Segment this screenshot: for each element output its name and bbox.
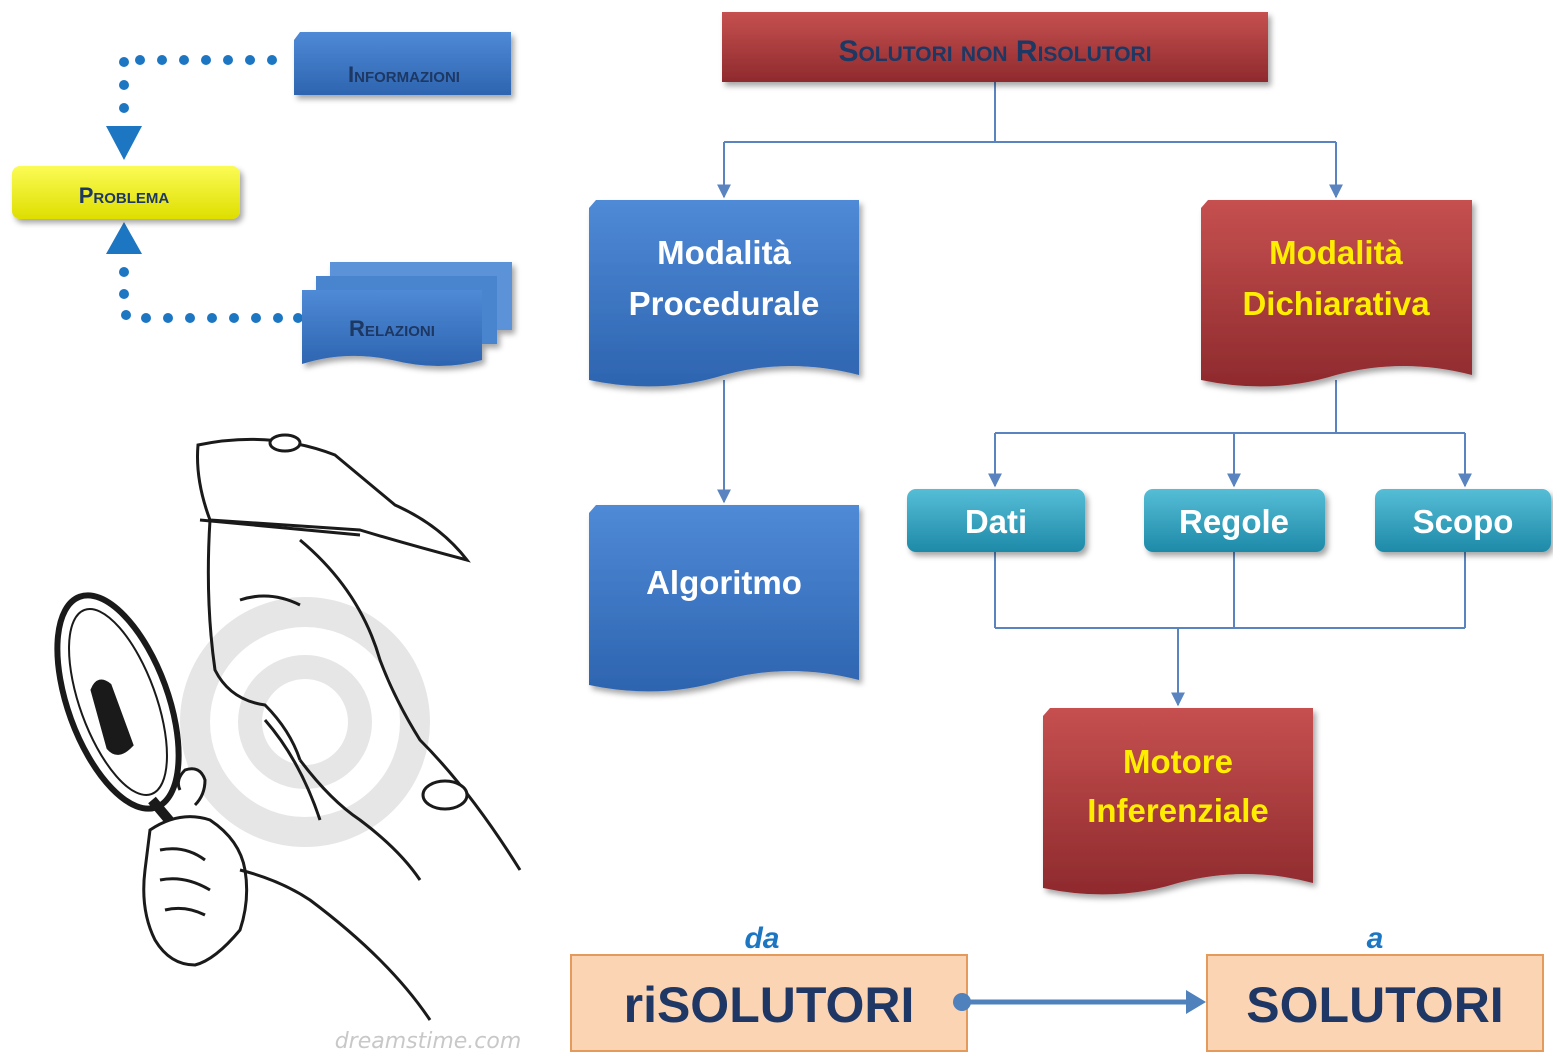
tree-connectors (717, 82, 1472, 707)
motore-box: Motore Inferenziale (1043, 708, 1313, 895)
watermark: dreamstime.com (335, 1029, 522, 1054)
dichiarativa-line1: Modalità (1269, 234, 1403, 271)
transition-row: da a riSOLUTORI SOLUTORI (570, 922, 1544, 1052)
header-label: Solutori non Risolutori (838, 35, 1151, 68)
from-box (570, 954, 968, 1052)
detective-illustration (54, 433, 522, 1021)
problema-box: Problema (12, 166, 240, 219)
to-box (1206, 954, 1544, 1052)
algoritmo-label: Algoritmo (646, 564, 802, 601)
dotted-connector-relazioni (106, 222, 303, 323)
component-dati: Dati (907, 489, 1085, 552)
header-box: Solutori non Risolutori (722, 12, 1268, 82)
component-dati-label: Dati (965, 503, 1027, 540)
to-prefix: a (1367, 922, 1384, 955)
motore-line1: Motore (1123, 743, 1233, 780)
to-label: SOLUTORI (1246, 977, 1503, 1033)
component-regole-label: Regole (1179, 503, 1289, 540)
relazioni-box: Relazioni (302, 262, 512, 366)
algoritmo-box: Algoritmo (589, 505, 859, 692)
dotted-connector-informazioni (106, 55, 277, 160)
component-scopo-label: Scopo (1413, 503, 1514, 540)
problema-label: Problema (79, 183, 170, 208)
from-label: riSOLUTORI (624, 977, 915, 1033)
informazioni-label: Informazioni (348, 62, 460, 87)
procedurale-line1: Modalità (657, 234, 791, 271)
component-scopo: Scopo (1375, 489, 1551, 552)
procedurale-box: Modalità Procedurale (589, 200, 859, 387)
dichiarativa-line2: Dichiarativa (1242, 285, 1430, 322)
relazioni-label: Relazioni (349, 316, 435, 341)
informazioni-box: Informazioni (294, 32, 511, 95)
legend-group: Informazioni Problema Relazioni (12, 32, 512, 366)
motore-line2: Inferenziale (1087, 792, 1269, 829)
from-prefix: da (744, 922, 779, 955)
procedurale-line2: Procedurale (629, 285, 820, 322)
transition-arrow (953, 990, 1206, 1014)
component-regole: Regole (1144, 489, 1325, 552)
dichiarativa-box: Modalità Dichiarativa (1201, 200, 1472, 387)
